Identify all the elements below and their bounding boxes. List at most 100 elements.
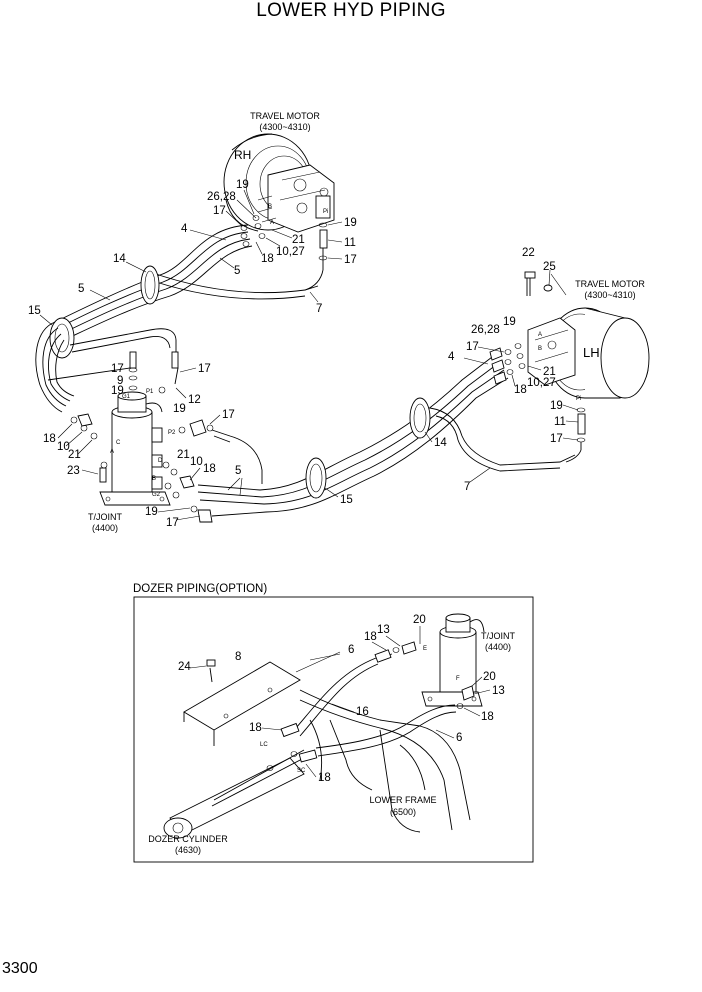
svg-text:Pi: Pi [323,209,328,215]
dozer-cylinder: LC SC [163,742,306,839]
svg-text:17: 17 [344,254,357,266]
svg-text:7: 7 [316,303,322,315]
lh-travel-motor: A B Pi [527,307,650,402]
svg-text:18: 18 [318,772,331,784]
svg-text:17: 17 [466,341,479,353]
page-title: LOWER HYD PIPING [256,0,446,21]
lower-frame-code: (6500) [390,807,416,817]
lower-hose-bundle [197,353,576,517]
svg-text:A: A [538,332,542,338]
tjoint-label: T/JOINT [88,512,122,522]
dozer-t-joint: E F [421,613,485,707]
dozer-tjoint-label: T/JOINT [481,631,515,641]
svg-text:4: 4 [448,351,455,363]
svg-text:LC: LC [260,742,268,748]
svg-text:P1: P1 [146,389,154,395]
lh-travel-motor-code: (4300~4310) [584,290,635,300]
svg-text:8: 8 [235,651,241,663]
svg-text:20: 20 [483,671,496,683]
lower-frame [299,689,471,833]
svg-text:10: 10 [57,441,70,453]
dozer-cover-plate [183,659,301,746]
svg-text:B: B [538,346,542,352]
svg-text:21: 21 [292,234,305,246]
svg-text:5: 5 [78,283,84,295]
svg-text:10: 10 [190,456,203,468]
lh-side-label: LH [583,345,600,360]
svg-text:14: 14 [113,253,126,265]
svg-text:18: 18 [261,253,274,265]
svg-text:17: 17 [198,363,211,375]
rh-travel-motor: B A Pi [223,133,335,233]
svg-text:11: 11 [344,237,356,249]
lh-fittings [489,343,586,463]
svg-text:Pi: Pi [576,396,581,402]
svg-text:17: 17 [166,517,179,529]
svg-text:5: 5 [235,465,241,477]
svg-text:C: C [116,440,121,446]
svg-text:13: 13 [377,624,390,636]
svg-text:G2: G2 [152,492,161,498]
svg-text:23: 23 [67,465,80,477]
svg-text:19: 19 [236,179,249,191]
svg-text:14: 14 [434,437,447,449]
rh-fittings [240,215,266,247]
dozer-tjoint-code: (4400) [485,642,511,652]
svg-text:18: 18 [514,384,527,396]
svg-text:A: A [110,449,114,455]
svg-text:18: 18 [364,631,377,643]
rh-travel-motor-label: TRAVEL MOTOR [250,111,320,121]
lh-travel-motor-label: TRAVEL MOTOR [575,279,645,289]
swivel-t-joint: C A D B G2 G1 P1 P2 [99,389,176,506]
svg-text:P2: P2 [168,430,176,436]
svg-text:7: 7 [464,481,470,493]
tjoint-code: (4400) [92,523,118,533]
dozer-leader-lines [189,626,491,778]
svg-text:11: 11 [554,416,566,428]
svg-text:19: 19 [111,385,124,397]
dozer-cylinder-code: (4630) [175,845,201,855]
dozer-callouts: 20 13 18 6 8 24 20 13 18 16 18 6 18 [178,614,505,784]
svg-text:18: 18 [481,711,494,723]
rh-travel-motor-code: (4300~4310) [259,122,310,132]
svg-text:15: 15 [340,494,353,506]
svg-text:F: F [456,676,460,682]
upper-hose-bundle [35,224,319,413]
svg-text:21: 21 [543,366,556,378]
dozer-cylinder-label: DOZER CYLINDER [148,834,228,844]
lower-frame-label: LOWER FRAME [369,795,436,805]
svg-text:19: 19 [344,217,357,229]
svg-text:10,27: 10,27 [276,246,305,258]
dozer-section-frame [133,596,534,863]
svg-text:13: 13 [492,685,505,697]
svg-text:19: 19 [503,316,516,328]
svg-text:26,28: 26,28 [471,324,500,336]
svg-text:A: A [270,220,274,226]
svg-text:21: 21 [68,449,81,461]
svg-text:20: 20 [413,614,426,626]
svg-text:10,27: 10,27 [527,377,556,389]
svg-text:26,28: 26,28 [207,191,236,203]
svg-text:4: 4 [181,223,188,235]
svg-text:24: 24 [178,661,191,673]
svg-text:18: 18 [43,433,56,445]
svg-text:17: 17 [213,205,226,217]
svg-text:5: 5 [234,265,240,277]
svg-text:18: 18 [249,722,262,734]
svg-text:B: B [268,204,272,210]
svg-text:22: 22 [522,247,535,259]
svg-text:15: 15 [28,305,41,317]
dozer-hoses [280,641,475,763]
svg-text:G1: G1 [122,394,131,400]
svg-text:19: 19 [550,400,563,412]
svg-text:6: 6 [348,644,354,656]
svg-text:18: 18 [203,463,216,475]
rh-pilot-fitting [304,222,328,291]
svg-text:17: 17 [550,433,563,445]
page-number: 3300 [2,960,38,977]
svg-text:21: 21 [177,449,190,461]
svg-text:12: 12 [188,394,201,406]
svg-text:17: 17 [222,409,235,421]
svg-text:E: E [423,646,427,652]
